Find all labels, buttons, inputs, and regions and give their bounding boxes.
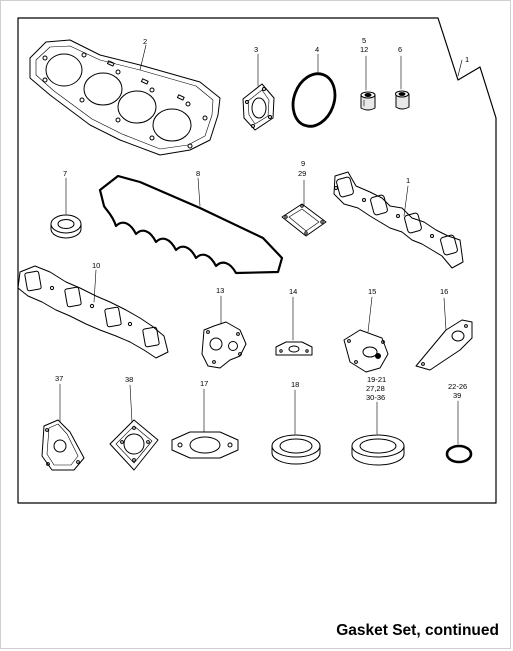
part-rocker-cover-gasket <box>98 174 284 275</box>
callout-label: 27,28 <box>366 384 385 393</box>
part-gasket-38 <box>109 419 159 471</box>
part-o-ring-39 <box>445 444 473 464</box>
part-cap-seal-6 <box>395 90 410 110</box>
part-cylinder-head-gasket <box>29 39 221 156</box>
callout-label: 13 <box>216 286 224 295</box>
callout-label: 4 <box>315 45 319 54</box>
callout-label: 38 <box>125 375 133 384</box>
callout-leader <box>367 296 373 333</box>
callout-label: 12 <box>360 45 368 54</box>
part-gasket-37 <box>41 419 85 471</box>
callout-label: 18 <box>291 380 299 389</box>
part-o-ring-4 <box>291 72 337 128</box>
part-seal-ring-7 <box>50 214 82 239</box>
part-gasket-15 <box>343 329 389 373</box>
callout-leader <box>457 59 463 77</box>
callout-label: 17 <box>200 379 208 388</box>
part-gasket-14 <box>275 341 313 356</box>
callout-label: 14 <box>289 287 297 296</box>
callout-label: 19-21 <box>367 375 386 384</box>
part-gasket-13 <box>201 321 247 369</box>
callout-label: 6 <box>398 45 402 54</box>
callout-label: 10 <box>92 261 100 270</box>
callout-label: 37 <box>55 374 63 383</box>
callout-label: 1 <box>406 176 410 185</box>
callout-label: 16 <box>440 287 448 296</box>
callout-label: 30-36 <box>366 393 385 402</box>
callout-leader <box>197 177 201 207</box>
callout-leader <box>129 384 133 423</box>
page-caption: Gasket Set, continued <box>336 622 499 639</box>
diagram-frame <box>17 17 497 504</box>
part-gasket-16 <box>415 319 473 371</box>
callout-leader <box>93 269 97 303</box>
callout-label: 8 <box>196 169 200 178</box>
callout-label: 15 <box>368 287 376 296</box>
callout-label: 2 <box>143 37 147 46</box>
callout-label: 29 <box>298 169 306 178</box>
callout-label: 9 <box>301 159 305 168</box>
callout-leader <box>139 44 147 71</box>
callout-leader <box>443 297 447 331</box>
part-diamond-gasket <box>281 203 327 237</box>
part-intake-manifold-gasket <box>17 265 169 359</box>
part-ring-gasket-19-36 <box>351 434 405 466</box>
part-ring-gasket-18 <box>271 434 321 465</box>
callout-label: 1 <box>465 55 469 64</box>
callout-label: 22-26 <box>448 382 467 391</box>
part-square-gasket-3 <box>242 83 275 131</box>
callout-leader <box>403 185 409 217</box>
part-exhaust-manifold-gasket <box>333 171 464 269</box>
part-valve-stem-seal <box>360 91 376 111</box>
callout-label: 3 <box>254 45 258 54</box>
callout-label: 7 <box>63 169 67 178</box>
part-flange-gasket-17 <box>171 431 239 459</box>
callout-label: 5 <box>362 36 366 45</box>
callout-label: 39 <box>453 391 461 400</box>
